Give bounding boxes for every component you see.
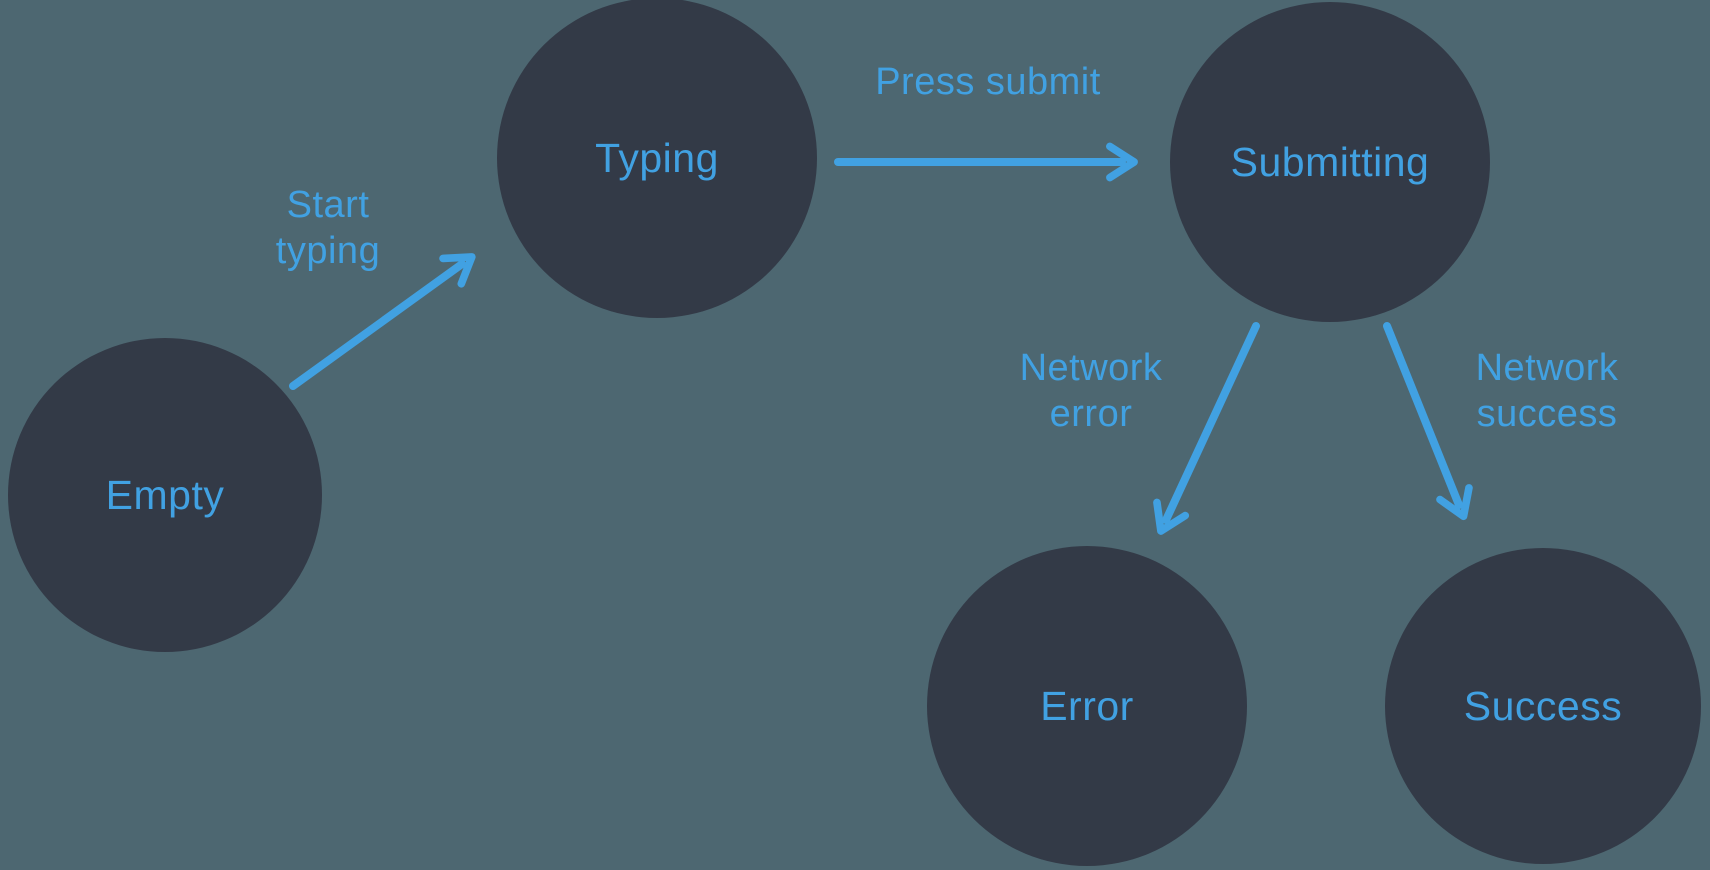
edge-label-network-success: Network success bbox=[1475, 347, 1619, 435]
state-node-submitting: Submitting bbox=[1170, 2, 1490, 322]
state-label-typing: Typing bbox=[595, 134, 719, 181]
edge-arrow-network-error bbox=[1153, 322, 1260, 535]
state-node-empty: Empty bbox=[8, 338, 322, 652]
edge-label-start-typing: Start typing bbox=[275, 184, 381, 272]
edge-label-network-error: Network error bbox=[1019, 347, 1163, 435]
edge-label-press-submit: Press submit bbox=[875, 61, 1101, 103]
state-node-success: Success bbox=[1385, 548, 1701, 864]
state-label-error: Error bbox=[1040, 682, 1134, 729]
edge-arrow-network-success bbox=[1383, 322, 1473, 521]
state-node-typing: Typing bbox=[497, 0, 817, 318]
edge-arrow-start-typing bbox=[289, 253, 476, 390]
state-label-submitting: Submitting bbox=[1230, 138, 1430, 185]
state-node-error: Error bbox=[927, 546, 1247, 866]
state-label-success: Success bbox=[1463, 682, 1623, 729]
state-label-empty: Empty bbox=[105, 471, 225, 518]
